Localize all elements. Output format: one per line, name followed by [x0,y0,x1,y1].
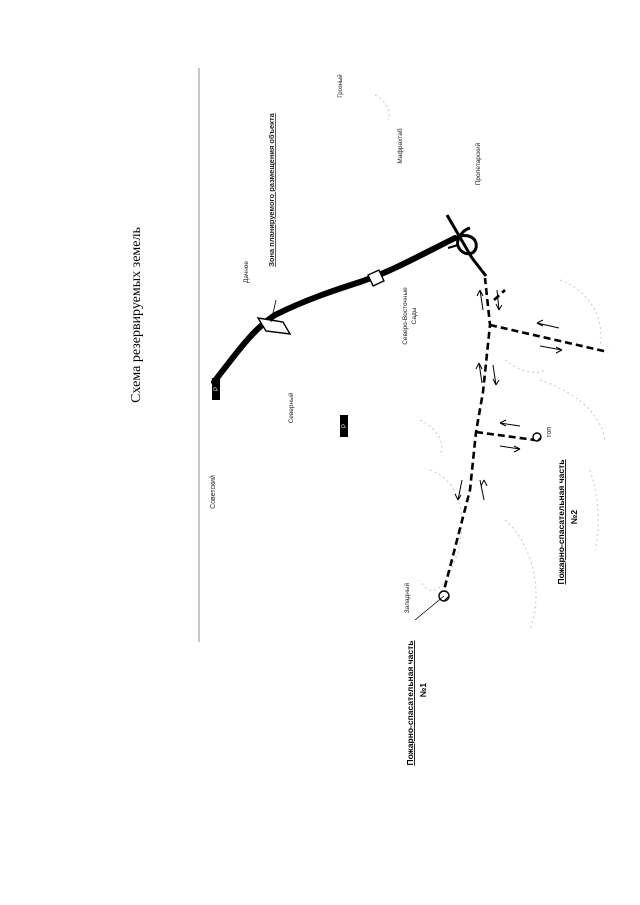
fire-station-2-marker [532,432,542,442]
road-interchange [445,214,488,277]
place-dachnoe: Дачное [243,261,250,283]
zone-leader-line [270,299,277,323]
background-settlement-outlines [374,94,606,631]
road-shield-r1-label: Р [214,387,220,391]
place-sv-sady-line2: Сады [411,307,418,324]
place-severny: Северный [287,392,295,423]
place-proletarsky: Пролетарский [474,142,482,185]
direction-arrows [454,289,563,501]
station-2-number: №2 [569,510,579,524]
map-title: Схема резервируемых земель [129,227,144,403]
place-mafrakhtab: Мафрахтаб [396,128,404,163]
fire-routes [440,277,609,599]
road-shield-r2-label: Р [342,424,348,428]
route-main [440,277,492,599]
station-1-number: №1 [418,683,428,697]
station-2-name: Пожарно-спасательная часть [556,459,566,584]
place-top: гоп [546,427,553,437]
route-junction-stub [493,289,506,301]
place-groznensky: Грозный [337,74,344,97]
place-zapadny: Западный [403,582,411,613]
fire-station-1-marker [414,590,450,621]
road-square-marker [367,269,385,287]
zone-marker [256,317,292,335]
place-sovetsky: Советский [209,475,217,509]
route-branch-east [489,323,609,354]
station-1-name: Пожарно-спасательная часть [405,640,415,765]
station-1-leader-line [414,595,445,621]
zone-label: Зона планируемого размещения объекта [267,112,276,266]
main-road [211,235,458,385]
road-shield-r1: Р [212,378,220,400]
route-branch-station2 [475,430,536,442]
place-sv-sady-line1: Северо-Восточные [402,287,409,345]
road-shield-r2: Р [340,415,348,437]
